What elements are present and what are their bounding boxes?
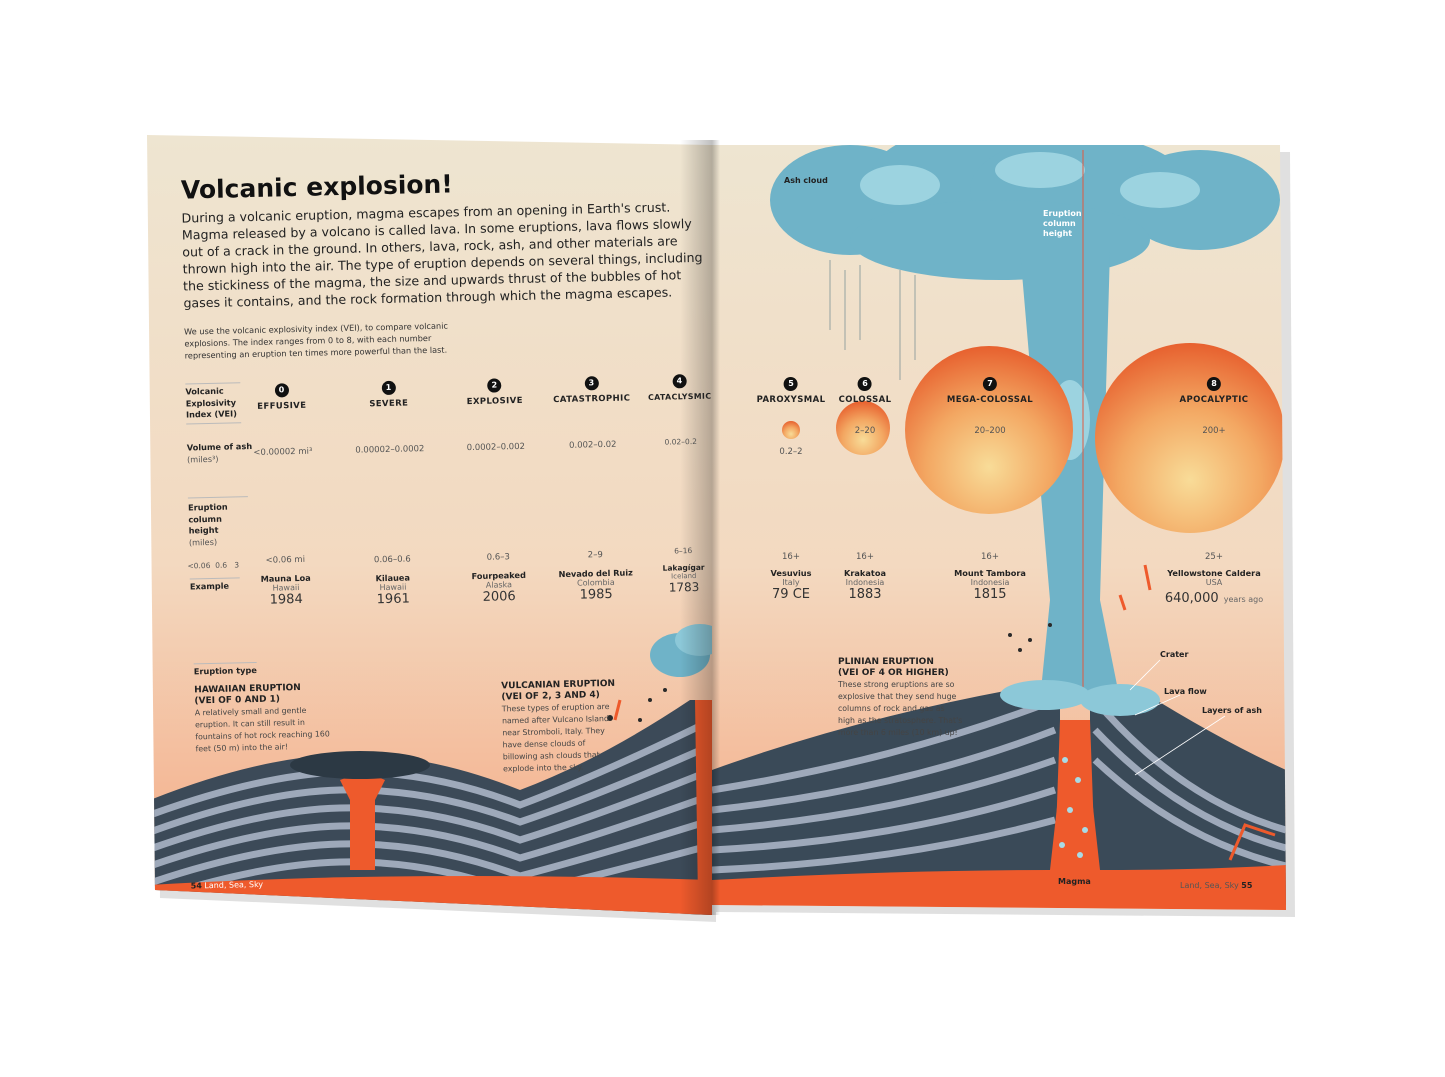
sphere-vei-5 [782,421,800,439]
row-label-vei: Volcanic Explosivity Index (VEI) [185,382,242,425]
lava-flow-label: Lava flow [1164,687,1207,696]
page-title: Volcanic explosion! [180,169,454,205]
ash-cloud-label: Ash cloud [784,176,828,185]
sphere-vei-6 [836,401,890,455]
vei-column-3: 3 CATASTROPHIC 0.002–0.02 2–9 Nevado del… [553,369,635,603]
vei-column-2: 2 EXPLOSIVE 0.0002–0.002 0.6–3 Fourpeake… [465,372,529,605]
magma-label: Magma [1058,877,1091,886]
eruption-type-label: Eruption type [193,661,257,678]
right-footer: Land, Sea, Sky 55 [1180,881,1253,890]
sphere-vei-8 [1095,343,1285,533]
spine-shadow [680,140,720,915]
plinian-volcano-illustration [712,145,1286,910]
vei-column-6: 6 COLOSSAL 2–20 16+ Krakatoa Indonesia 1… [838,377,892,602]
vei-column-0: 0 EFFUSIVE <0.00002 mi³ <0.06 mi Mauna L… [252,377,316,608]
vei-column-5: 5 PAROXYSMAL 0.2–2 16+ Vesuvius Italy 79… [756,377,826,602]
row-label-volume: Volume of ash(miles³) [186,441,253,465]
row-label-example: Example [189,577,241,593]
layers-of-ash-label: Layers of ash [1202,706,1262,715]
crater-label: Crater [1160,650,1189,659]
sphere-vei-7 [905,346,1073,514]
vulcanian-eruption-block: VULCANIAN ERUPTION (VEI OF 2, 3 AND 4) T… [501,678,616,774]
ash-cloud [770,145,1280,700]
vei-column-1: 1 SEVERE 0.00002–0.0002 0.06–0.6 Kilauea… [354,374,428,608]
height-scale-legend: <0.06 0.6 3 [187,560,240,571]
vei-column-8: 8 APOCALYPTIC 200+ 25+ Yellowstone Calde… [1164,377,1264,606]
row-label-height: Eruption column height (miles) [187,496,250,549]
vei-column-7: 7 MEGA-COLOSSAL 20–200 16+ Mount Tambora… [946,377,1034,602]
left-footer: 54 Land, Sea, Sky [190,879,264,891]
vei-column-4: 4 CATACLYSMIC 0.02–0.2 6–16 Lakagígar Ic… [647,368,716,595]
intro-paragraph: During a volcanic eruption, magma escape… [181,199,703,311]
left-page [147,135,712,915]
column-height-label: Eruption column height [1043,209,1082,238]
vei-note: We use the volcanic explosivity index (V… [184,320,449,361]
hawaiian-eruption-block: HAWAIIAN ERUPTION (VEI OF 0 AND 1) A rel… [194,682,330,754]
plinian-eruption-block: PLINIAN ERUPTION (VEI OF 4 OR HIGHER) Th… [838,657,963,737]
